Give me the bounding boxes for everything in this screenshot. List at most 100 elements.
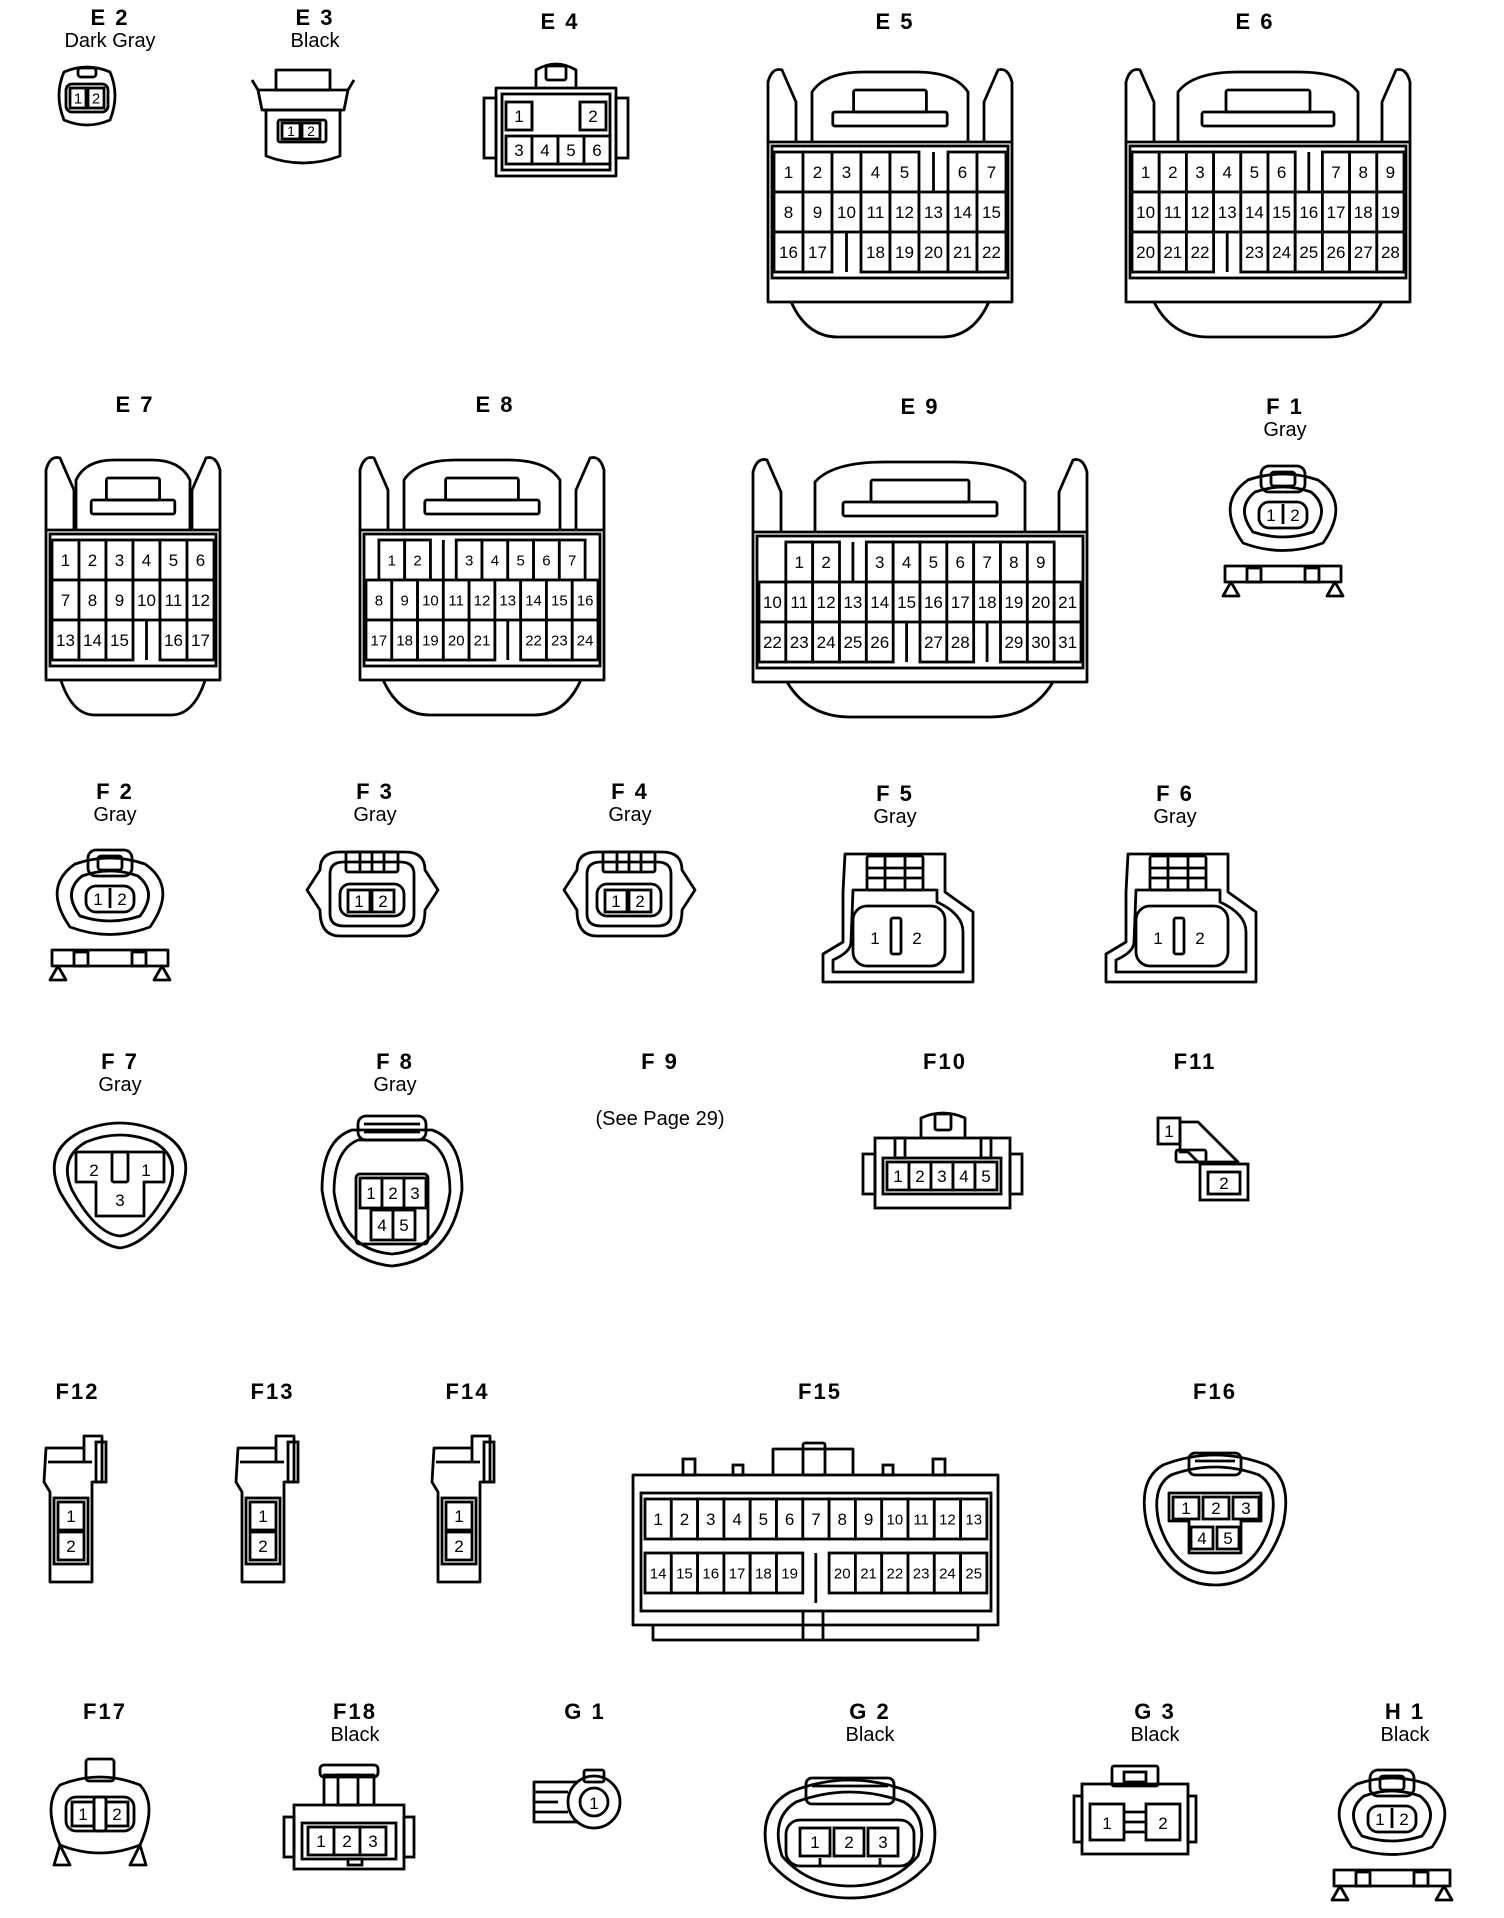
housing-outline [1128,144,1408,280]
housing-outline [1245,566,1263,584]
housing-outline [1378,1774,1406,1792]
housing-outline [585,860,673,928]
pin-cavity: 1 [306,1825,336,1857]
connector-id: F 6 [1156,781,1194,806]
housing-outline [1412,1870,1430,1888]
housing-outline [1124,68,1156,142]
pin-number: 22 [763,633,782,652]
pin-cavity: 2 [811,540,841,584]
housing-outline [766,140,1014,304]
pin-number: 24 [939,1565,956,1582]
connector-id: F13 [250,1379,295,1404]
housing-outline [44,456,76,530]
housing-outline [1366,1804,1418,1834]
pin-cavity: 14 [864,580,895,624]
housing-outline [1122,1770,1148,1784]
connector-id: F 8 [376,1049,414,1074]
pin-cavity: 19 [999,580,1029,624]
pin-number: 17 [729,1565,746,1582]
pin-number: 5 [759,1510,768,1529]
pin-number: 1 [784,163,793,182]
housing-outline [785,681,1055,719]
pin-number: 27 [924,633,943,652]
pin-number: 11 [913,1511,929,1528]
pin-number: 16 [164,631,183,650]
pin-number: 14 [870,593,889,612]
connector-face: 12 [234,1434,300,1584]
housing-outline [358,456,390,530]
pin-number: 2 [1158,1814,1167,1833]
pin-number: 19 [781,1565,798,1582]
pin-cavity: 4 [891,540,922,584]
housing-outline [841,500,999,518]
pin-cavity: 17 [801,230,834,274]
pin-cavity: 15 [104,618,135,662]
pin-number: 2 [813,163,822,182]
pin-number: 1 [589,1794,598,1813]
pin-cavity: 8 [999,540,1029,584]
pin-number: 17 [191,631,210,650]
pin-number: 6 [1277,163,1286,182]
housing-outline [332,1138,452,1256]
housing-outline [631,1473,1000,1627]
pin-number: 18 [978,593,997,612]
pin-cavity: 8 [827,1497,857,1541]
housing-outline [402,1815,416,1859]
pin-number: 21 [860,1565,877,1582]
pin-number: 16 [779,243,798,262]
pin-number: 2 [1399,1810,1408,1829]
connector-id: E 2 [90,5,130,30]
pin-cavity [578,1786,610,1818]
pin-number: 1 [287,123,295,139]
housing-outline [821,852,975,984]
pin-cavity: 4 [131,538,162,582]
pin-cavity: 20 [1025,580,1056,624]
housing-outline [751,530,1089,684]
pin-number: 12 [1191,203,1210,222]
pin-cavity: 11 [784,580,815,624]
pin-number: 3 [115,1191,124,1210]
housing-outline [776,1790,924,1888]
housing-outline [276,118,328,144]
pin-number: 19 [895,243,914,262]
housing-outline [771,1447,855,1475]
housing-outline [72,950,90,968]
housing-outline [354,1172,430,1246]
pin-cavity: 11 [1157,190,1188,234]
connector-id: F 7 [101,1049,139,1074]
pin-cavity: 1 [346,888,372,914]
pin-number: 11 [867,203,885,222]
pin-number: 5 [929,553,938,572]
pin-number: 8 [1358,163,1367,182]
housing-outline [84,884,136,914]
pin-number: 21 [1058,593,1077,612]
pin-number: 12 [939,1511,956,1528]
connector-color: Gray [1263,419,1307,441]
pin-cavity: 10 [880,1497,910,1541]
pin-number: 3 [842,163,851,182]
pin-number: 6 [958,163,967,182]
connector-id: F10 [923,1049,967,1074]
housing-outline [933,1112,953,1132]
pin-number: 1 [870,929,879,948]
pin-number: 5 [900,163,909,182]
pin-number: 16 [924,593,943,612]
housing-outline [1330,1884,1350,1902]
pin-cavity: 1 [50,538,81,582]
pin-cavity: 3 [929,1160,955,1192]
pin-number: 15 [982,203,1001,222]
pin-cavity: 2 [86,86,106,110]
pin-cavity: 1 [772,150,805,194]
pin-number: 23 [1245,243,1264,262]
pin-number: 7 [982,553,991,572]
pin-cavity: 23 [906,1551,936,1595]
housing-outline [851,904,947,968]
